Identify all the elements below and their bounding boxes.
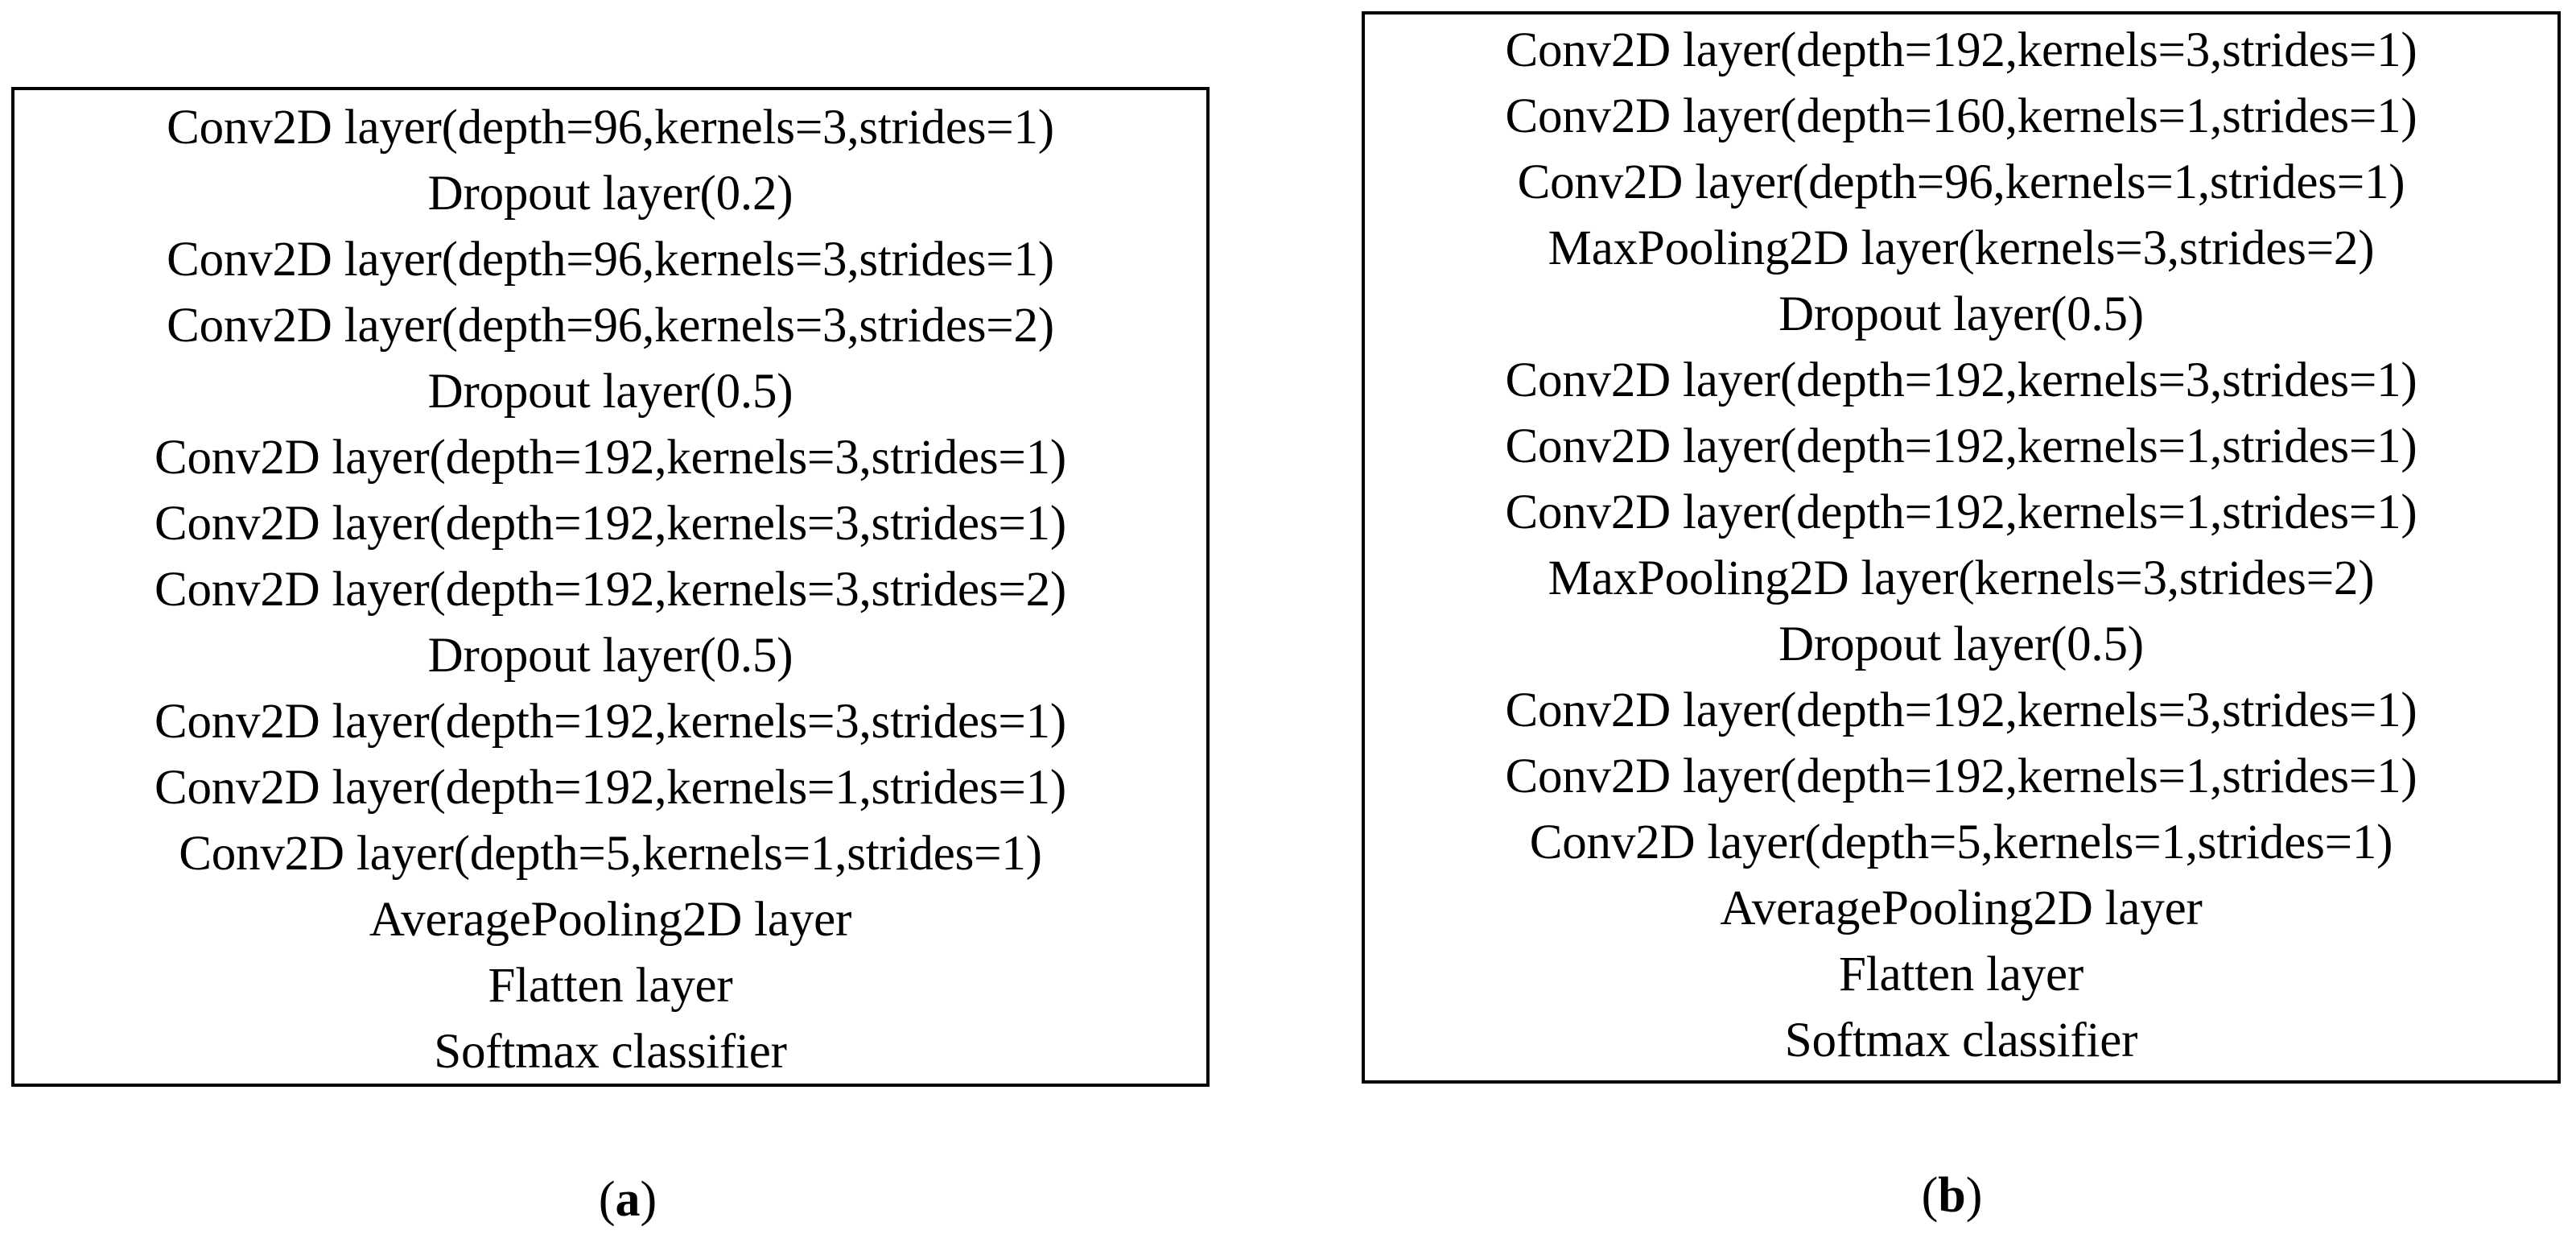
- layer-item: Conv2D layer(depth=192,kernels=3,strides…: [1505, 683, 2417, 737]
- layer-item: MaxPooling2D layer(kernels=3,strides=2): [1548, 221, 2375, 275]
- figure-panel-a: Conv2D layer(depth=96,kernels=3,strides=…: [0, 0, 1255, 1251]
- caption-close-paren-b: ): [1965, 1168, 1983, 1223]
- layer-item: Conv2D layer(depth=192,kernels=3,strides…: [1505, 353, 2417, 407]
- layer-item: Conv2D layer(depth=192,kernels=1,strides…: [1505, 485, 2417, 539]
- layer-item: Conv2D layer(depth=192,kernels=1,strides…: [1505, 419, 2417, 473]
- caption-close-paren-a: ): [640, 1172, 657, 1227]
- layer-item: Dropout layer(0.5): [1778, 617, 2144, 671]
- layer-item: Conv2D layer(depth=192,kernels=3,strides…: [154, 497, 1067, 551]
- layer-item: Flatten layer: [488, 959, 733, 1013]
- layer-item: Dropout layer(0.2): [427, 167, 793, 221]
- layer-item: Conv2D layer(depth=192,kernels=3,strides…: [154, 431, 1067, 485]
- caption-letter-a: a: [615, 1172, 641, 1227]
- layer-item: Conv2D layer(depth=5,kernels=1,strides=1…: [1529, 815, 2393, 869]
- caption-open-paren-a: (: [598, 1172, 616, 1227]
- layer-item: Conv2D layer(depth=96,kernels=1,strides=…: [1517, 155, 2405, 209]
- layer-item: AveragePooling2D layer: [369, 893, 852, 947]
- layer-item: Conv2D layer(depth=96,kernels=3,strides=…: [167, 299, 1054, 353]
- architecture-box-a: Conv2D layer(depth=96,kernels=3,strides=…: [11, 87, 1210, 1087]
- figure-panel-b: Conv2D layer(depth=192,kernels=3,strides…: [1328, 0, 2576, 1251]
- layer-item: Dropout layer(0.5): [1778, 287, 2144, 341]
- layer-list-b: Conv2D layer(depth=192,kernels=3,strides…: [1365, 14, 2557, 1074]
- layer-item: Conv2D layer(depth=96,kernels=3,strides=…: [167, 101, 1054, 155]
- layer-item: Conv2D layer(depth=160,kernels=1,strides…: [1505, 89, 2417, 143]
- layer-list-a: Conv2D layer(depth=96,kernels=3,strides=…: [14, 90, 1206, 1085]
- layer-item: Softmax classifier: [1784, 1014, 2138, 1067]
- architecture-box-b: Conv2D layer(depth=192,kernels=3,strides…: [1362, 11, 2561, 1084]
- layer-item: Softmax classifier: [434, 1025, 787, 1079]
- layer-item: AveragePooling2D layer: [1720, 881, 2203, 935]
- layer-item: Conv2D layer(depth=96,kernels=3,strides=…: [167, 233, 1054, 287]
- layer-item: Dropout layer(0.5): [427, 365, 793, 419]
- layer-item: Conv2D layer(depth=192,kernels=3,strides…: [154, 563, 1067, 617]
- layer-item: Conv2D layer(depth=192,kernels=3,strides…: [154, 695, 1067, 749]
- caption-letter-b: b: [1938, 1168, 1966, 1223]
- layer-item: Conv2D layer(depth=192,kernels=1,strides…: [1505, 749, 2417, 803]
- layer-item: Conv2D layer(depth=192,kernels=1,strides…: [154, 761, 1067, 815]
- layer-item: Dropout layer(0.5): [427, 629, 793, 683]
- panel-caption-b: (b): [1328, 1167, 2576, 1224]
- layer-item: Conv2D layer(depth=5,kernels=1,strides=1…: [179, 827, 1042, 881]
- caption-open-paren-b: (: [1921, 1168, 1939, 1223]
- layer-item: MaxPooling2D layer(kernels=3,strides=2): [1548, 551, 2375, 605]
- layer-item: Conv2D layer(depth=192,kernels=3,strides…: [1505, 23, 2417, 77]
- layer-item: Flatten layer: [1839, 948, 2083, 1001]
- panel-caption-a: (a): [0, 1171, 1255, 1228]
